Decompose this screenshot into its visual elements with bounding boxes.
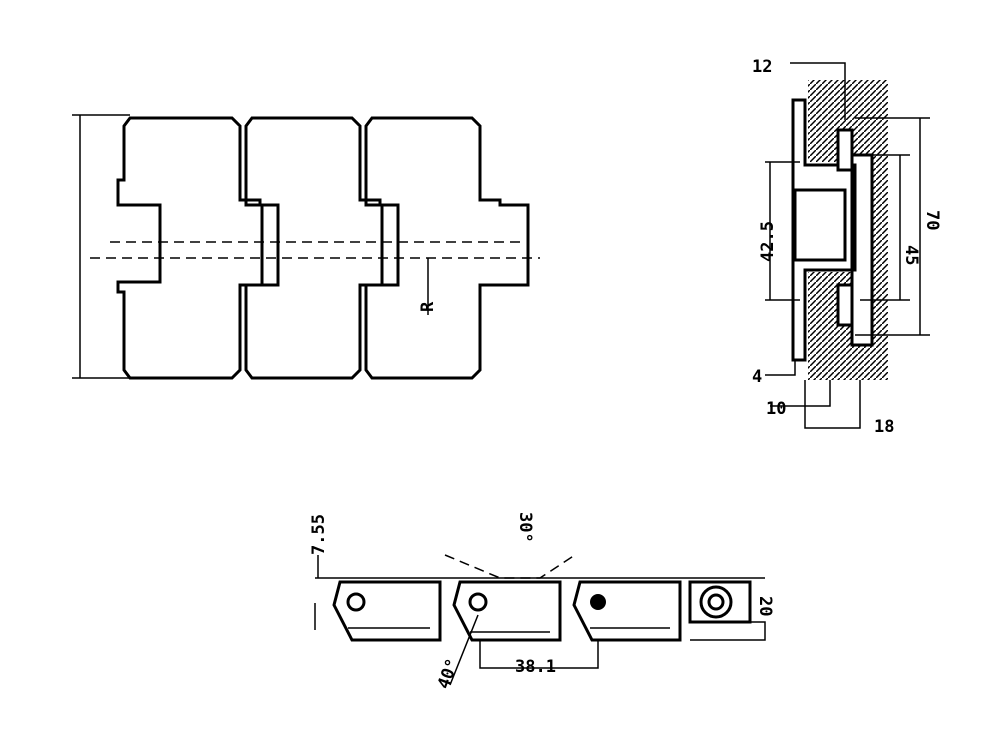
dim-12: 12 <box>752 57 772 77</box>
dim-angle-top: 30° <box>515 512 535 543</box>
dim-angle-bottom: 40° <box>434 656 463 692</box>
dim-18: 18 <box>874 417 894 437</box>
dim-45: 45 <box>901 245 921 265</box>
plan-view: R <box>72 114 540 380</box>
dim-42-5: 42.5 <box>758 221 778 262</box>
front-view: 7.55 30° 40° 38.1 20 <box>309 512 775 692</box>
dim-4: 4 <box>752 367 762 387</box>
dim-38-1: 38.1 <box>515 657 556 677</box>
dim-7-55: 7.55 <box>309 514 329 555</box>
dim-70: 70 <box>922 210 942 230</box>
dim-20: 20 <box>755 596 775 616</box>
side-view: 12 42.5 45 70 4 10 18 <box>752 57 942 437</box>
radius-label: R <box>418 301 438 312</box>
dim-10: 10 <box>766 399 786 419</box>
